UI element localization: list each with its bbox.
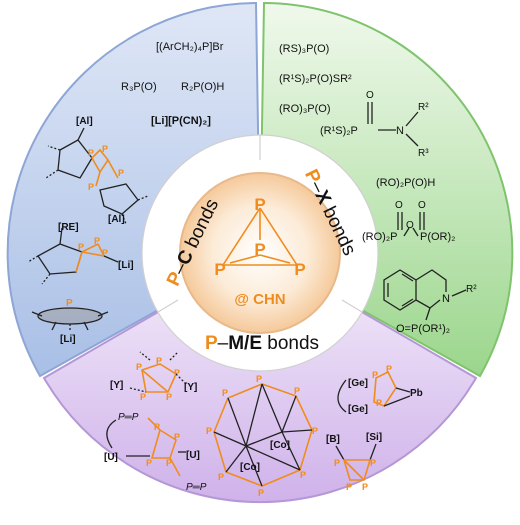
p-atom-left: P bbox=[214, 260, 225, 279]
svg-text:P: P bbox=[334, 458, 340, 468]
r2-label-b: R² bbox=[466, 284, 477, 295]
svg-text:P: P bbox=[218, 472, 224, 482]
svg-text:P: P bbox=[156, 356, 162, 366]
pc-formula-2: R₃P(O) bbox=[121, 81, 157, 93]
u-label-1: [U] bbox=[104, 452, 118, 463]
r2-label-a: R² bbox=[418, 102, 429, 113]
svg-text:P: P bbox=[294, 386, 300, 396]
phospholyl-li-complex: P [Li] bbox=[31, 298, 109, 345]
center-circle bbox=[179, 172, 341, 334]
svg-text:P: P bbox=[258, 488, 264, 498]
al-p4-complex: [Al] P P P P [Al] bbox=[45, 116, 149, 225]
px-formula-7: O=P(OR¹)₂ bbox=[396, 323, 450, 335]
px-formula-6-right: P(OR)₂ bbox=[420, 231, 455, 243]
ge-label-1: [Ge] bbox=[348, 378, 368, 389]
svg-text:P: P bbox=[372, 370, 378, 380]
svg-text:P: P bbox=[154, 422, 160, 432]
pm-sector bbox=[42, 251, 478, 504]
pc-content: [(ArCH₂)₄P]Br R₃P(O) R₂P(O)H [Li][P(CN)₂… bbox=[27, 41, 224, 345]
svg-text:P: P bbox=[88, 148, 94, 158]
px-formula-3: (RO)₃P(O) bbox=[279, 103, 331, 115]
o-label-d: O bbox=[406, 220, 414, 231]
px-formula-5: (RO)₂P(O)H bbox=[376, 177, 435, 189]
n-label-1: N bbox=[396, 125, 404, 137]
b-label: [B] bbox=[326, 434, 340, 445]
y-label-1: [Y] bbox=[110, 380, 123, 391]
co-cluster: P P P P P P P P [Co] [Co] bbox=[206, 374, 318, 498]
center-caption: @ CHN bbox=[234, 291, 285, 308]
svg-text:P: P bbox=[256, 374, 262, 384]
svg-text:P: P bbox=[300, 470, 306, 480]
px-formula-6-left: (RO)₂P bbox=[362, 231, 397, 243]
svg-text:P: P bbox=[140, 392, 146, 402]
ge-pb-complex: [Ge] [Ge] P P P Pb bbox=[337, 364, 423, 415]
pm-content: P P P P P [Y] [Y] P═P P P P P P═P [U] [U… bbox=[104, 351, 423, 498]
ge-label-2: [Ge] bbox=[348, 404, 368, 415]
svg-text:P: P bbox=[222, 388, 228, 398]
svg-text:P: P bbox=[88, 182, 94, 192]
svg-text:P: P bbox=[136, 362, 142, 372]
px-formula-2: (R¹S)₂P(O)SR² bbox=[279, 73, 352, 85]
pc-formula-4: [Li][P(CN)₂] bbox=[151, 115, 211, 127]
svg-text:P: P bbox=[346, 482, 352, 492]
co-label-2: [Co] bbox=[240, 462, 260, 473]
pb-label: Pb bbox=[410, 388, 423, 399]
svg-text:P: P bbox=[206, 426, 212, 436]
px-formula-4: (R¹S)₂P bbox=[320, 125, 358, 137]
svg-text:P: P bbox=[370, 458, 376, 468]
svg-text:P: P bbox=[78, 242, 84, 252]
p4-tetrahedron: P P P P bbox=[214, 195, 305, 279]
o-label-a: O bbox=[366, 90, 374, 101]
svg-text:P: P bbox=[94, 236, 100, 246]
n-label-2: N bbox=[442, 293, 450, 305]
svg-text:P: P bbox=[312, 426, 318, 436]
svg-text:P: P bbox=[102, 248, 108, 258]
pm-title: P–M/E bonds bbox=[205, 333, 319, 354]
svg-text:P: P bbox=[362, 482, 368, 492]
p-atom-top: P bbox=[254, 195, 265, 214]
o-label-b: O bbox=[395, 200, 403, 211]
pe-label-1: P═P bbox=[118, 412, 139, 423]
li-label-2: [Li] bbox=[60, 334, 76, 345]
svg-text:P: P bbox=[66, 298, 73, 309]
re-complex: [RE] P P P [Li] bbox=[27, 222, 134, 285]
px-content: (RS)₃P(O) (R¹S)₂P(O)SR² (RO)₃P(O) (R¹S)₂… bbox=[279, 43, 477, 335]
svg-text:P: P bbox=[386, 364, 392, 374]
si-label: [Si] bbox=[366, 432, 382, 443]
pc-formula-1: [(ArCH₂)₄P]Br bbox=[156, 41, 224, 53]
svg-text:P: P bbox=[376, 398, 382, 408]
li-label-1: [Li] bbox=[118, 260, 134, 271]
y-cluster: P P P P P [Y] [Y] bbox=[110, 351, 197, 402]
svg-text:P: P bbox=[166, 458, 172, 468]
re-label: [RE] bbox=[58, 222, 79, 233]
u-label-2: [U] bbox=[186, 450, 200, 461]
svg-text:P: P bbox=[118, 168, 124, 178]
co-label-1: [Co] bbox=[270, 440, 290, 451]
y-label-2: [Y] bbox=[184, 382, 197, 393]
pc-formula-3: R₂P(O)H bbox=[181, 81, 224, 93]
u-complex: P═P P P P P P═P [U] [U] bbox=[104, 412, 207, 493]
svg-text:P: P bbox=[146, 458, 152, 468]
r3-label: R³ bbox=[418, 148, 429, 159]
svg-text:P: P bbox=[174, 432, 180, 442]
svg-text:P: P bbox=[174, 368, 180, 378]
tetrahydroisoquinoline: N R² O=P(OR¹)₂ bbox=[383, 269, 477, 335]
al-bottom-label: [Al] bbox=[108, 214, 125, 225]
al-top-label: [Al] bbox=[76, 116, 93, 127]
b-si-cage: [B] [Si] P P P P bbox=[326, 432, 382, 492]
pe-label-2: P═P bbox=[186, 482, 207, 493]
svg-text:P: P bbox=[102, 144, 108, 154]
p-atom-right: P bbox=[294, 260, 305, 279]
o-label-c: O bbox=[418, 200, 426, 211]
p-atom-center: P bbox=[254, 240, 265, 259]
px-formula-1: (RS)₃P(O) bbox=[279, 43, 329, 55]
svg-text:P: P bbox=[166, 392, 172, 402]
